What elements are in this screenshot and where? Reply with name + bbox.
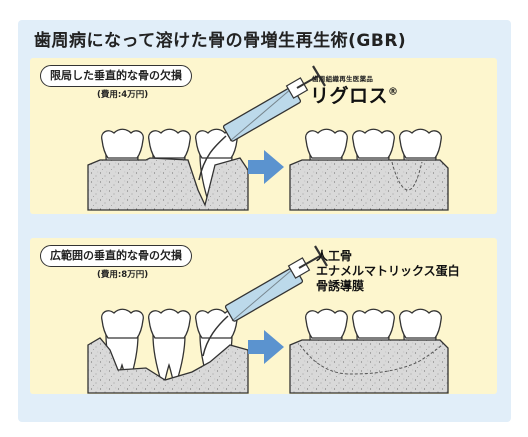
page-title: 歯周病になって溶けた骨の骨増生再生術(GBR) <box>34 31 407 51</box>
case1-arrow <box>248 150 284 184</box>
product-name-text: リグロス <box>310 85 389 107</box>
case1-after-teeth <box>289 128 449 211</box>
case2-syringe <box>202 245 328 357</box>
case2-before-teeth <box>87 308 249 394</box>
case1-cost: (費用:4万円) <box>97 90 149 100</box>
case1-bone-before <box>87 157 249 211</box>
case2-label: 広範囲の垂直的な骨の欠損 <box>40 245 192 267</box>
case2-bone-after <box>289 339 449 394</box>
case1-syringe <box>198 65 326 181</box>
material-item: エナメルマトリックス蛋白 <box>316 264 460 278</box>
case2-bone-before <box>87 337 249 394</box>
registered-mark: ® <box>388 86 399 98</box>
case2-after-teeth <box>289 308 449 394</box>
product-name: リグロス® <box>310 81 399 108</box>
case1-before-teeth <box>87 128 249 211</box>
product-category: 歯周組織再生医薬品 <box>312 75 374 83</box>
material-item: 人工骨 <box>316 249 353 263</box>
materials-list: 人工骨 エナメルマトリックス蛋白 骨誘導膜 <box>316 249 460 294</box>
case2-arrow <box>248 330 284 364</box>
case1-label: 限局した垂直的な骨の欠損 <box>40 65 192 87</box>
case2-cost: (費用:8万円) <box>97 270 149 280</box>
case1-bone-after <box>289 159 449 211</box>
material-item: 骨誘導膜 <box>316 279 365 293</box>
